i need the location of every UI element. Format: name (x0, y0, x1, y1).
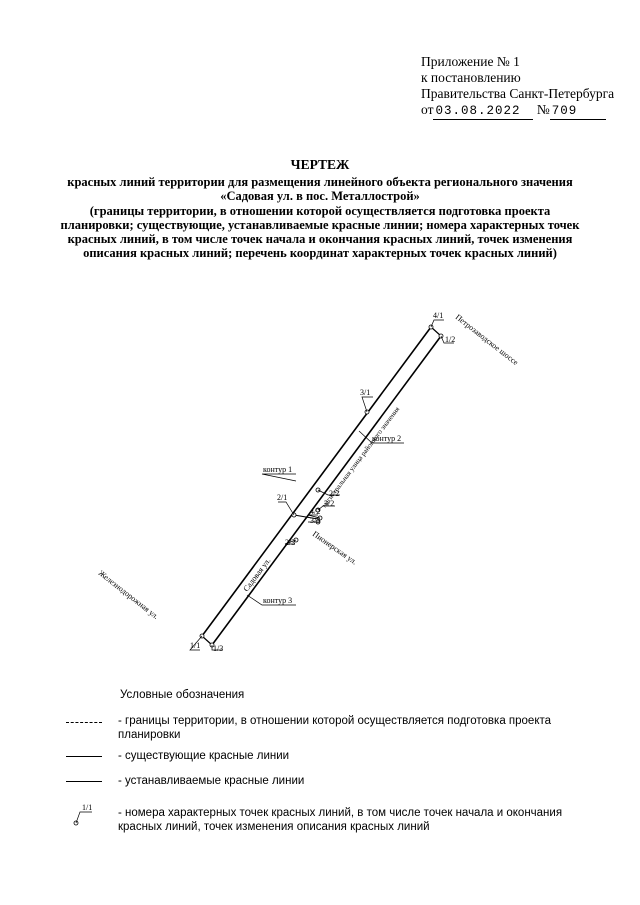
point-label-4-1: 4/1 (433, 311, 443, 320)
legend-item-new-red-lines: - устанавливаемые красные линии (118, 775, 305, 787)
point-label-3-1: 3/1 (360, 388, 370, 397)
point-label-1-1: 1/1 (190, 641, 200, 650)
legend-item-existing-red-lines: - существующие красные линии (118, 750, 290, 762)
legend-symbol-point-number: 1/1 (73, 803, 92, 826)
contour-1-label: контур 1 (263, 465, 292, 474)
street-label-petrozavodskoe: Петрозаводское шоссе (454, 312, 521, 367)
contour-divider (293, 514, 319, 520)
point-label-3-2: 3/2 (324, 499, 334, 508)
title-line-4: планировки; существующие, устанавливаемы… (60, 217, 580, 232)
drawing-title: ЧЕРТЕЖ красных линий территории для разм… (40, 157, 600, 261)
legend-symbol-territory-boundary (66, 722, 102, 723)
legend-title: Условные обозначения (120, 689, 245, 701)
legend-symbol-existing-red-lines (66, 756, 102, 757)
contour-3-label: контур 3 (263, 596, 292, 605)
point-label-1-3: 1/3 (213, 644, 223, 653)
street-label-pionerskaya: Пионерская ул. (311, 529, 359, 566)
appendix-line-3: Правительства Санкт-Петербурга (421, 86, 615, 101)
number-label: № (536, 102, 550, 117)
decree-number: 709 (549, 103, 606, 120)
contour-2-label: контур 2 (372, 434, 401, 443)
title-line-5: красных линий, в том числе точек начала … (67, 232, 573, 247)
point-label-2-1: 2/1 (277, 493, 287, 502)
appendix-line-1: Приложение № 1 (421, 54, 520, 69)
point-label-2-2: 2/2 (329, 489, 339, 498)
point-label-3-3: 3/3 (310, 516, 320, 525)
red-line-east (211, 335, 442, 646)
title-line-6: описания красных линий; перечень координ… (83, 246, 557, 261)
point-label-4-2: 4/2 (310, 507, 320, 516)
appendix-line-2: к постановлению (421, 70, 521, 85)
legend-symbol-new-red-lines (66, 781, 102, 782)
point-label-1-2: 1/2 (445, 335, 455, 344)
title-line-2: «Садовая ул. в пос. Металлострой» (220, 189, 420, 204)
red-line-west (201, 326, 432, 637)
point-label-2-3: 2/3 (285, 538, 295, 547)
title-heading: ЧЕРТЕЖ (290, 157, 350, 172)
legend-item-point-numbers: - номера характерных точек красных линий… (118, 807, 563, 833)
from-label: от (421, 102, 434, 117)
decree-date: 03.08.2022 (433, 103, 534, 120)
title-line-3: (границы территории, в отношении которой… (89, 203, 551, 218)
street-label-zheleznodorozhnaya: Железнодорожная ул. (97, 568, 161, 620)
legend-item-territory-boundary: - границы территории, в отношении которо… (118, 715, 552, 741)
title-line-1: красных линий территории для размещения … (67, 175, 573, 190)
legend-point-number-label: 1/1 (82, 803, 92, 812)
appendix-header: Приложение № 1 к постановлению Правитель… (421, 54, 614, 120)
